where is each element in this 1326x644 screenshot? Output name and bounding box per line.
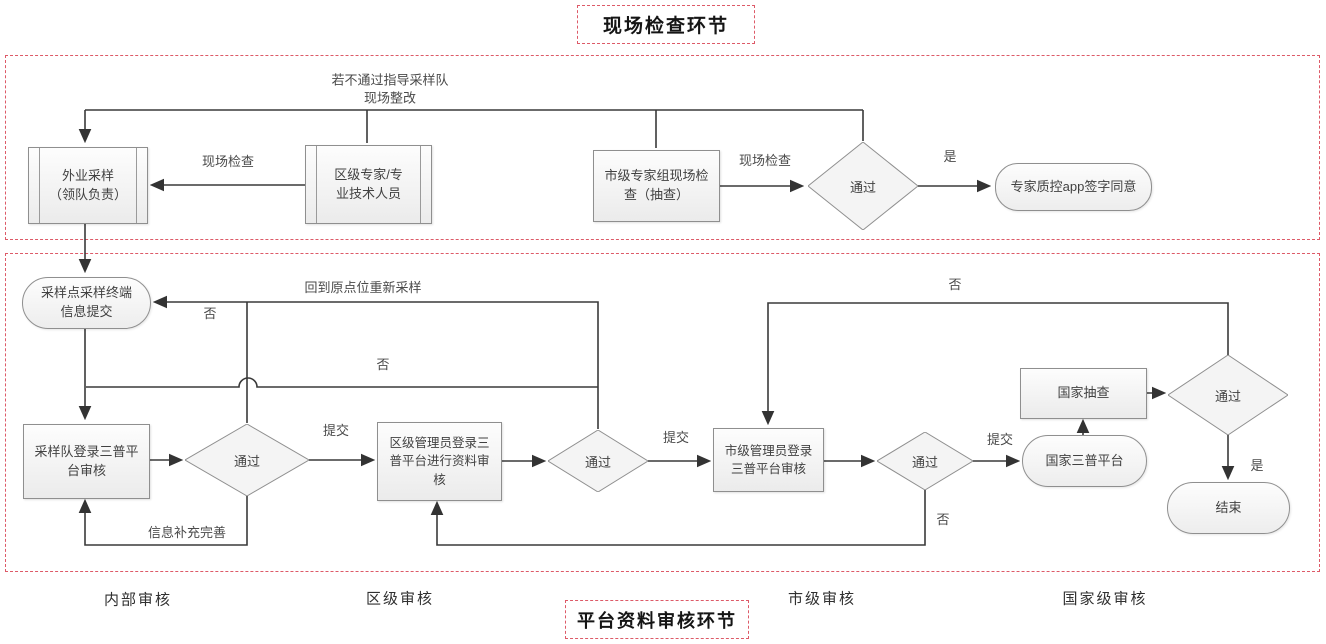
node-field-sampling: 外业采样 （领队负责） bbox=[28, 147, 148, 224]
node-pass-diamond-1: 通过 bbox=[808, 142, 918, 230]
lane-label-national-review: 国家级审核 bbox=[1062, 590, 1148, 608]
predefined-process-bar bbox=[420, 146, 421, 223]
node-label: 国家抽查 bbox=[1057, 385, 1110, 401]
node-label: 市级管理员登录 三普平台审核 bbox=[724, 443, 813, 476]
node-label: 通过 bbox=[849, 179, 876, 195]
node-label: 采样队登录三普平 台审核 bbox=[34, 443, 139, 478]
edge-label-submit-3: 提交 bbox=[986, 432, 1014, 448]
node-label: 结束 bbox=[1215, 499, 1242, 515]
node-expert-app-sign: 专家质控app签字同意 bbox=[995, 163, 1152, 211]
edge-label-yes-2: 是 bbox=[1250, 458, 1264, 474]
lane-label-internal-review: 内部审核 bbox=[103, 591, 173, 609]
edge-label-yes-1: 是 bbox=[943, 149, 957, 165]
top-section-title: 现场检查环节 bbox=[577, 5, 755, 44]
node-pass-diamond-3: 通过 bbox=[548, 430, 648, 492]
node-city-expert-check: 市级专家组现场检 查（抽查） bbox=[593, 150, 720, 222]
edge-label-onsite-check-1: 现场检查 bbox=[201, 154, 255, 170]
node-label: 通过 bbox=[233, 453, 260, 469]
node-national-spot-check: 国家抽查 bbox=[1020, 368, 1147, 419]
edge-label-no-1: 否 bbox=[203, 306, 217, 322]
node-pass-diamond-2: 通过 bbox=[185, 424, 309, 496]
edge-label-no-4: 否 bbox=[948, 277, 962, 293]
edge-label-info-supplement: 信息补充完善 bbox=[147, 525, 227, 541]
lane-label-district-review: 区级审核 bbox=[365, 590, 435, 608]
node-label: 市级专家组现场检 查（抽查） bbox=[604, 168, 709, 202]
lane-label-city-review: 市级审核 bbox=[787, 590, 857, 608]
node-label: 国家三普平台 bbox=[1045, 452, 1124, 468]
predefined-process-bar bbox=[136, 148, 137, 223]
node-label: 通过 bbox=[911, 454, 938, 470]
node-team-review: 采样队登录三普平 台审核 bbox=[23, 424, 150, 499]
node-label: 区级专家/专 业技术人员 bbox=[334, 166, 403, 201]
bottom-title-text: 平台资料审核环节 bbox=[577, 610, 737, 631]
top-title-text: 现场检查环节 bbox=[602, 16, 729, 37]
node-end: 结束 bbox=[1167, 482, 1290, 534]
node-district-admin-review: 区级管理员登录三 普平台进行资料审 核 bbox=[377, 422, 502, 501]
bottom-section-border bbox=[5, 253, 1320, 572]
node-label: 外业采样 （领队负责） bbox=[48, 167, 127, 202]
node-label: 通过 bbox=[1214, 388, 1241, 404]
edge-label-onsite-check-2: 现场检查 bbox=[738, 153, 792, 169]
node-label: 采样点采样终端 信息提交 bbox=[40, 285, 132, 319]
edge-label-rework-note: 若不通过指导采样队 现场整改 bbox=[331, 72, 449, 105]
node-city-admin-review: 市级管理员登录 三普平台审核 bbox=[713, 428, 824, 492]
predefined-process-bar bbox=[39, 148, 40, 223]
bottom-section-title: 平台资料审核环节 bbox=[565, 600, 749, 639]
node-national-platform: 国家三普平台 bbox=[1022, 435, 1147, 487]
node-pass-diamond-5: 通过 bbox=[1168, 355, 1288, 435]
node-label: 专家质控app签字同意 bbox=[1010, 178, 1137, 194]
node-label: 通过 bbox=[584, 454, 611, 470]
node-pass-diamond-4: 通过 bbox=[877, 432, 973, 490]
edge-label-submit-2: 提交 bbox=[662, 430, 690, 446]
edge-label-redo-sampling: 回到原点位重新采样 bbox=[304, 280, 422, 296]
node-label: 区级管理员登录三 普平台进行资料审 核 bbox=[389, 436, 490, 487]
top-section-border bbox=[5, 55, 1320, 240]
node-sampling-submit: 采样点采样终端 信息提交 bbox=[22, 277, 151, 329]
edge-label-submit-1: 提交 bbox=[322, 423, 350, 439]
edge-label-no-3: 否 bbox=[936, 512, 950, 528]
predefined-process-bar bbox=[316, 146, 317, 223]
edge-label-no-2: 否 bbox=[376, 357, 390, 373]
node-district-expert: 区级专家/专 业技术人员 bbox=[305, 145, 432, 224]
